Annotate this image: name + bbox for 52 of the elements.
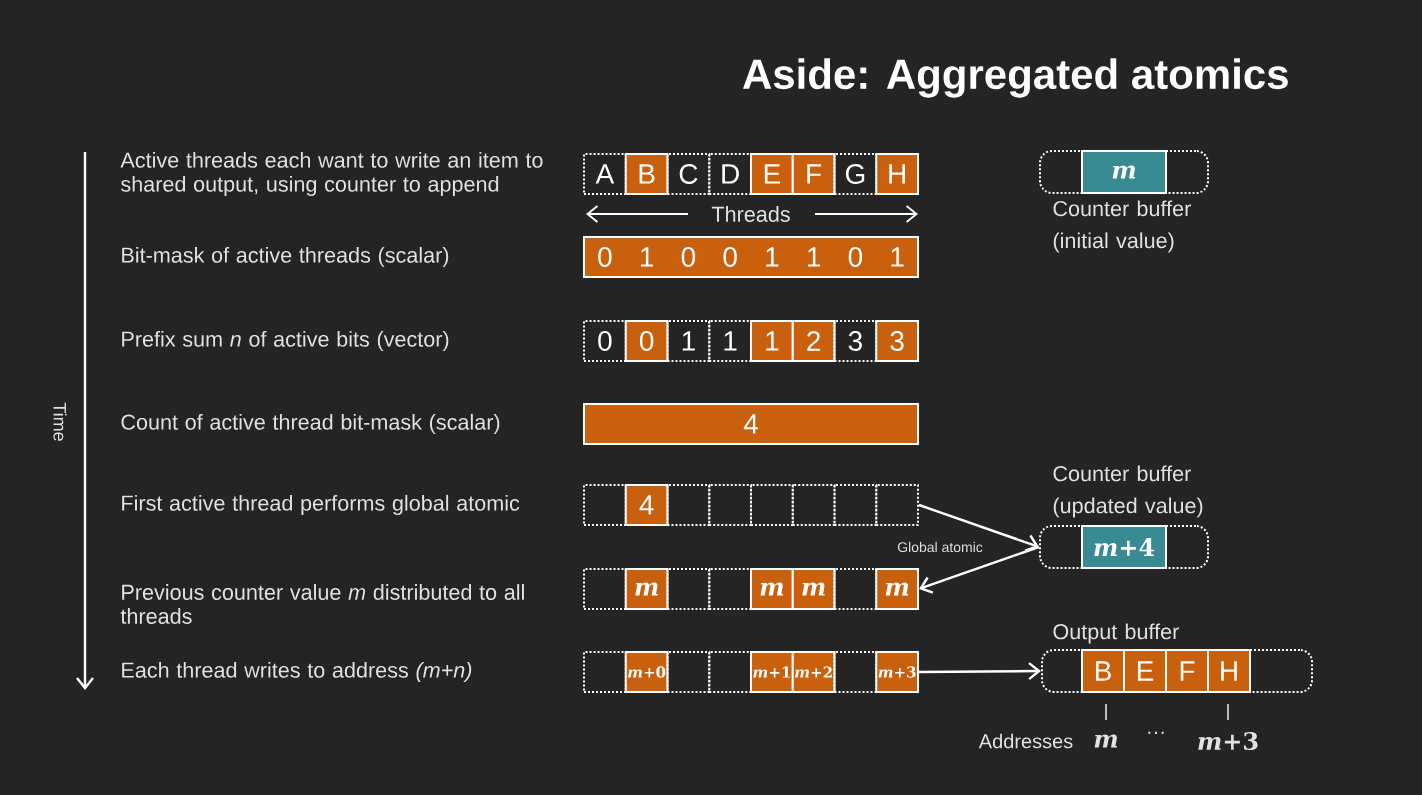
output-cell: H	[1207, 649, 1251, 693]
cell: 3	[875, 320, 919, 362]
cell: m+3	[875, 651, 919, 693]
axis-label: Addresses	[978, 733, 1073, 749]
cell: m	[750, 568, 794, 610]
cell: m	[624, 568, 669, 610]
cell: m	[875, 568, 919, 610]
step-description: Bit-mask of active threads (scalar)	[122, 246, 449, 268]
cell: m+0	[624, 651, 669, 693]
output-cell: B	[1081, 649, 1125, 693]
cell: F	[791, 153, 836, 195]
cell: C	[666, 153, 711, 195]
step-description: Each thread writes to address (m+n)	[122, 661, 472, 683]
count-bar: 4	[583, 403, 919, 445]
output-cell: E	[1123, 649, 1167, 693]
cell: 0	[624, 320, 669, 362]
buffer-caption: Counter buffer (initial value)	[1053, 200, 1191, 253]
cell: E	[750, 153, 794, 195]
arrow	[919, 662, 1041, 681]
arrow	[919, 545, 1040, 594]
axis-label: Threads	[711, 206, 790, 222]
buffer-caption: Counter buffer (updated value)	[1053, 465, 1203, 518]
cell: 2	[791, 320, 836, 362]
empty-cell	[750, 484, 794, 526]
cell: H	[875, 153, 919, 195]
address-label: m	[1094, 734, 1118, 748]
arrow	[918, 503, 1039, 552]
counter-value: m+4	[1081, 525, 1167, 569]
axis-label: Time	[53, 402, 67, 441]
empty-cell	[833, 484, 878, 526]
cell: 1	[750, 320, 794, 362]
step-description: Previous counter value m distributed to all threads	[120, 584, 524, 624]
counter-value: m	[1081, 150, 1167, 194]
cell: m	[791, 568, 836, 610]
step-description: Active threads each want to write an item to shared output, using counter to append	[120, 151, 543, 197]
ellipsis: ···	[1148, 731, 1164, 734]
step-description: First active thread performs global atomic	[122, 494, 520, 516]
buffer-caption: Output buffer	[1053, 623, 1179, 644]
step-description: Count of active thread bit-mask (scalar)	[121, 413, 500, 435]
cell: 1	[666, 320, 711, 362]
address-label: m+3	[1198, 731, 1258, 751]
output-cell: F	[1165, 649, 1209, 693]
step-description: Prefix sum n of active bits (vector)	[122, 330, 449, 352]
empty-cell	[875, 484, 919, 526]
cell: 4	[624, 484, 669, 526]
cell: B	[624, 153, 669, 195]
bit-mask-bar: 0 1 0 0 1 1 0 1	[583, 236, 919, 278]
cell: m+2	[791, 651, 836, 693]
empty-cell	[708, 484, 752, 526]
cell: m+1	[750, 651, 794, 693]
title: Aside: Aggregated atomics	[742, 58, 1288, 98]
empty-cell	[791, 484, 836, 526]
